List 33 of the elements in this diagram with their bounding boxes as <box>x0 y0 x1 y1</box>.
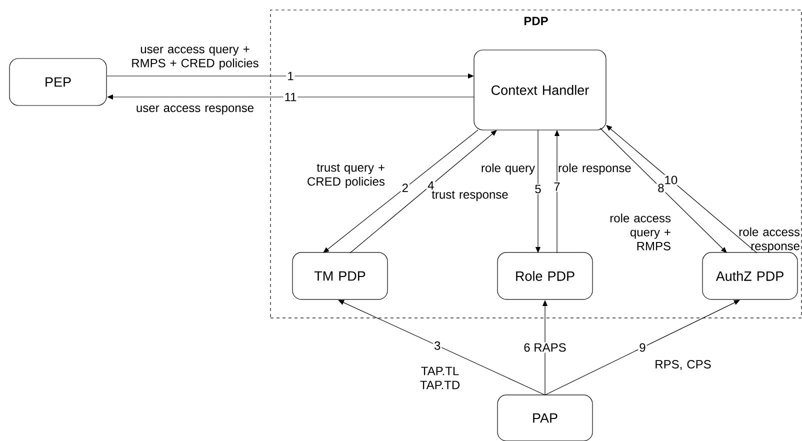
flow-label: RPS, CPS <box>656 360 711 370</box>
arrow <box>350 130 497 254</box>
edge-label: 5 <box>534 184 542 194</box>
flow-label: role access query + RMPS <box>610 214 671 250</box>
process-box: PAP <box>497 394 593 441</box>
edge-label: 4 <box>426 180 436 190</box>
arrow <box>338 300 546 396</box>
arrow <box>323 130 478 253</box>
edge-label: 2 <box>400 182 410 193</box>
process-box: TM PDP <box>292 252 388 300</box>
process-box: PEP <box>9 58 107 106</box>
arrow <box>544 300 740 396</box>
flow-label: user access query + RMPS + CRED policies <box>132 46 258 70</box>
process-box: Context Handler <box>474 50 606 130</box>
flow-label: trust response <box>432 190 508 202</box>
edge-label: 8 <box>656 182 666 194</box>
flow-label: role access response <box>739 227 800 253</box>
edge-label: 9 <box>638 342 647 353</box>
process-box: AuthZ PDP <box>702 252 798 300</box>
process-box: Role PDP <box>497 252 593 300</box>
flow-label: trust query + CRED policies <box>308 164 385 188</box>
flow-label: TAP.TL TAP.TD <box>420 366 460 390</box>
edge-label: 7 <box>552 181 562 192</box>
flow-label: role query <box>482 163 535 175</box>
edge-label: 1 <box>286 70 295 82</box>
arrow <box>606 125 758 254</box>
edge-label: 10 <box>663 174 679 186</box>
edge-label: 11 <box>283 92 298 102</box>
edge-label: 3 <box>433 340 442 351</box>
flow-label: user access response <box>136 106 254 114</box>
arrow <box>600 128 727 253</box>
edge-label: 6 RAPS <box>522 342 568 353</box>
flow-label: role response <box>558 163 631 175</box>
